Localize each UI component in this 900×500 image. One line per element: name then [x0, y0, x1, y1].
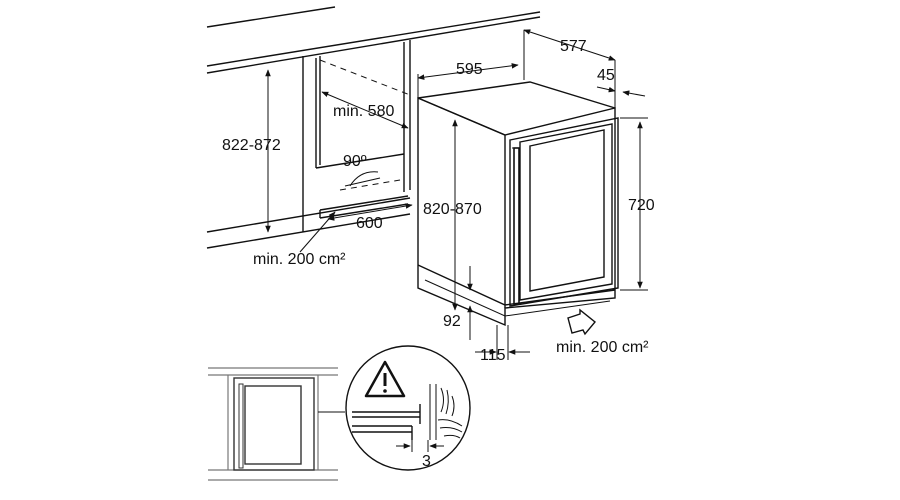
depth-total-dimension: 577 — [523, 29, 616, 108]
door-angle-label: 90º — [343, 153, 367, 170]
niche-height-label: 822-872 — [222, 137, 281, 154]
height-top-label: 720 — [628, 197, 655, 214]
plinth-height-label: 92 — [443, 313, 461, 330]
door-offset-dimension: 45 — [596, 67, 646, 97]
gap-detail-magnifier: 3 — [345, 345, 471, 471]
front-view-detail — [208, 367, 345, 481]
width-dimension: 595 — [417, 61, 519, 98]
door-angle-dimension: 90º — [343, 153, 381, 187]
niche-height-dimension: 822-872 — [222, 69, 281, 233]
plinth-depth-label: 115 — [480, 347, 506, 364]
vent-top-callout: min. 200 cm² — [253, 211, 346, 268]
vent-bottom-label: min. 200 cm² — [556, 339, 649, 356]
airflow-arrow-icon — [567, 308, 596, 336]
height-adjust-label: 820-870 — [423, 201, 482, 218]
height-top-dimension: 720 — [620, 117, 655, 291]
warning-triangle-icon — [364, 360, 406, 398]
vent-bottom-callout: min. 200 cm² — [556, 308, 649, 356]
depth-total-label: 577 — [560, 38, 587, 55]
vent-top-label: min. 200 cm² — [253, 251, 346, 268]
plinth-depth-dimension: 115 — [475, 325, 530, 364]
wine-cooler-appliance — [417, 81, 619, 327]
height-adjust-dimension: 820-870 — [423, 119, 482, 311]
gap-label: 3 — [422, 453, 431, 470]
niche-width-label: 600 — [356, 215, 383, 232]
door-offset-label: 45 — [597, 67, 615, 84]
niche-depth-dimension: min. 580 — [321, 91, 409, 129]
width-label: 595 — [456, 61, 483, 78]
plinth-height-dimension: 92 — [443, 266, 473, 340]
wood-grain-icon — [429, 384, 463, 440]
niche-depth-label: min. 580 — [333, 103, 394, 120]
niche-width-dimension: 600 — [327, 203, 413, 232]
